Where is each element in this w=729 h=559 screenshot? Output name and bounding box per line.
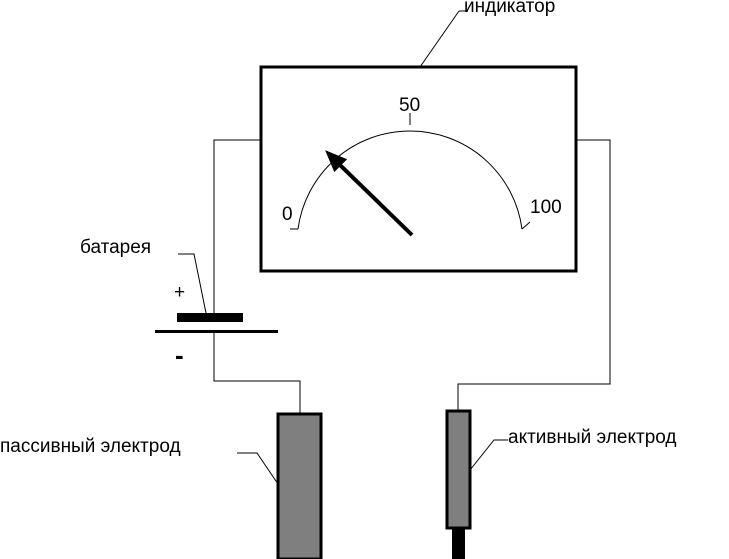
gauge-needle-arrowhead	[325, 150, 348, 173]
wire-indicator-to-active-electrode	[457, 139, 611, 411]
gauge-label-min: 0	[282, 204, 293, 225]
battery-negative-plate	[155, 330, 278, 333]
passive-electrode-leader-line	[237, 452, 279, 485]
battery-leader-line	[178, 253, 207, 314]
active-electrode-cable	[452, 528, 465, 559]
passive-electrode	[276, 412, 323, 559]
wire-battery-to-passive-electrode	[213, 333, 301, 414]
indicator-label: индикатор	[464, 0, 555, 17]
active-electrode-label: активный электрод	[508, 427, 677, 448]
indicator-leader-line	[419, 10, 460, 68]
passive-electrode-label: пассивный электрод	[0, 436, 181, 457]
active-electrode	[445, 409, 472, 530]
battery-plus-sign: +	[174, 282, 185, 303]
battery-minus-sign: -	[175, 340, 184, 370]
gauge-label-mid: 50	[399, 95, 420, 116]
gauge-tick-max	[521, 221, 531, 230]
battery-label: батарея	[80, 237, 151, 258]
gauge-needle	[337, 162, 414, 237]
gauge-label-max: 100	[530, 197, 562, 218]
active-electrode-leader-line	[469, 439, 508, 471]
battery-positive-plate	[177, 313, 243, 322]
wire-indicator-to-battery	[213, 139, 261, 317]
gauge-arc	[297, 130, 523, 230]
indicator-box	[259, 65, 578, 273]
